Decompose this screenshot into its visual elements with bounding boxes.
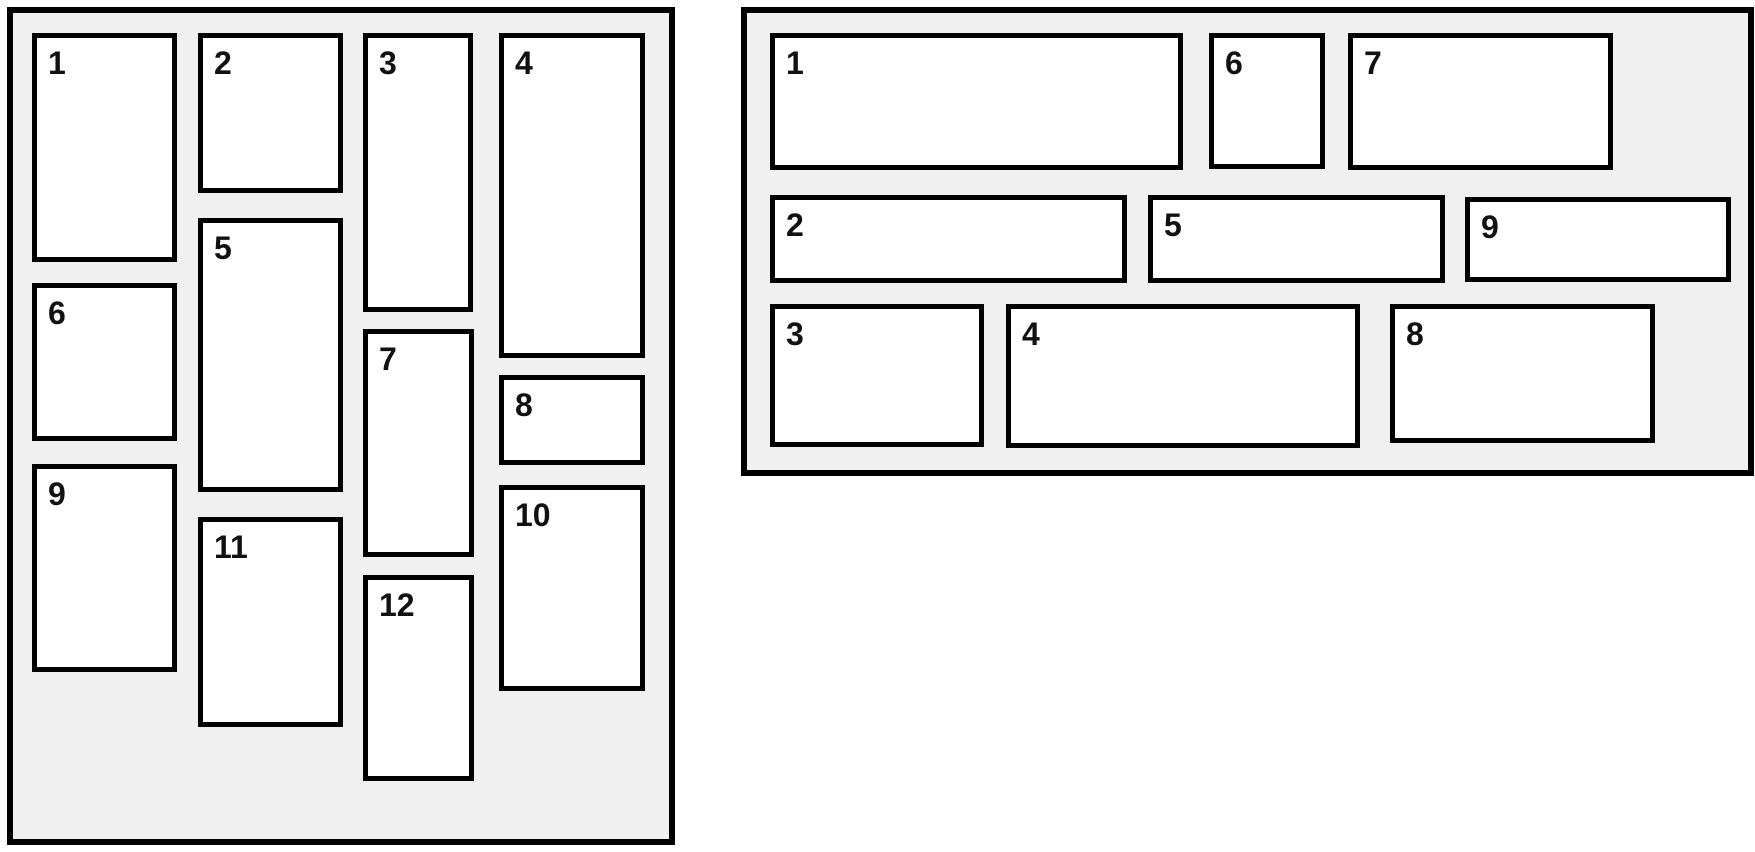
masonry-box-right-1: 1: [770, 33, 1183, 170]
masonry-box-right-2: 2: [770, 195, 1127, 283]
masonry-box-left-4: 4: [499, 33, 645, 358]
masonry-box-left-3: 3: [363, 33, 473, 312]
box-number-label: 1: [48, 45, 66, 81]
box-number-label: 4: [515, 45, 533, 81]
box-number-label: 6: [1225, 45, 1243, 81]
masonry-box-left-9: 9: [32, 464, 177, 672]
masonry-box-right-4: 4: [1006, 304, 1360, 448]
box-number-label: 1: [786, 45, 804, 81]
masonry-box-right-8: 8: [1390, 304, 1655, 443]
masonry-box-right-5: 5: [1148, 195, 1445, 283]
masonry-box-left-7: 7: [363, 329, 474, 557]
box-number-label: 3: [786, 316, 804, 352]
masonry-box-left-11: 11: [198, 517, 343, 727]
box-number-label: 11: [214, 529, 248, 565]
box-number-label: 9: [1481, 209, 1499, 245]
masonry-box-left-1: 1: [32, 33, 177, 262]
box-number-label: 9: [48, 476, 66, 512]
masonry-box-left-2: 2: [198, 33, 343, 193]
masonry-box-left-8: 8: [499, 375, 645, 465]
box-number-label: 4: [1022, 316, 1040, 352]
masonry-box-right-9: 9: [1465, 197, 1731, 282]
masonry-box-right-6: 6: [1209, 33, 1325, 169]
box-number-label: 10: [515, 497, 551, 533]
box-number-label: 5: [214, 230, 232, 266]
box-number-label: 2: [786, 207, 804, 243]
masonry-box-left-12: 12: [363, 575, 474, 781]
horizontal-masonry-container: 1 2 3 4 5 6 7 8 9: [741, 7, 1754, 476]
masonry-box-left-5: 5: [198, 218, 343, 492]
masonry-box-right-3: 3: [770, 304, 984, 447]
box-number-label: 7: [379, 341, 397, 377]
masonry-box-left-6: 6: [32, 283, 177, 441]
masonry-box-right-7: 7: [1348, 33, 1613, 170]
box-number-label: 8: [1406, 316, 1424, 352]
box-number-label: 3: [379, 45, 397, 81]
box-number-label: 7: [1364, 45, 1382, 81]
masonry-box-left-10: 10: [499, 485, 645, 691]
box-number-label: 6: [48, 295, 66, 331]
box-number-label: 2: [214, 45, 232, 81]
box-number-label: 12: [379, 587, 415, 623]
box-number-label: 8: [515, 387, 533, 423]
box-number-label: 5: [1164, 207, 1182, 243]
